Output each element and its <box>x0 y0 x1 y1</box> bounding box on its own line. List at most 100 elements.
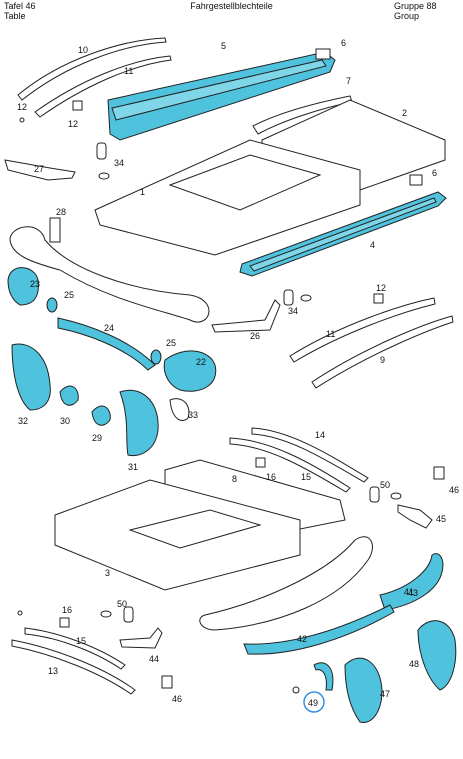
callout-12-top[interactable]: 12 <box>68 119 78 129</box>
part-32-panel[interactable] <box>11 343 51 411</box>
callout-49-selection-ring[interactable] <box>303 691 325 713</box>
callout-42[interactable]: 42 <box>297 634 307 644</box>
part-bumper-rear[interactable] <box>199 536 373 631</box>
part-16-bracket[interactable] <box>255 457 266 468</box>
part-46-block-right[interactable] <box>433 466 445 480</box>
callout-47[interactable]: 47 <box>380 689 390 699</box>
part-15-rail-lower[interactable] <box>24 627 126 670</box>
callout-22[interactable]: 22 <box>196 357 206 367</box>
part-49-fender-clip[interactable] <box>292 662 334 694</box>
part-30-bracket[interactable] <box>59 385 79 406</box>
callout-27[interactable]: 27 <box>34 164 44 174</box>
callout-4[interactable]: 4 <box>370 240 375 250</box>
part-14-trim[interactable] <box>251 427 369 483</box>
part-29-bracket[interactable] <box>91 405 111 426</box>
callout-15-upper[interactable]: 15 <box>301 472 311 482</box>
callout-16-lower[interactable]: 16 <box>62 605 72 615</box>
callout-11-top[interactable]: 11 <box>124 66 133 76</box>
part-48-rear-fender[interactable] <box>417 620 457 691</box>
callout-50-right[interactable]: 50 <box>380 480 390 490</box>
callout-16-upper[interactable]: 16 <box>266 472 276 482</box>
part-27-bracket[interactable] <box>4 159 76 181</box>
part-33-clip[interactable] <box>169 398 190 422</box>
callout-29[interactable]: 29 <box>92 433 102 443</box>
part-47-rear-fender[interactable] <box>344 657 383 723</box>
callout-26[interactable]: 26 <box>250 331 260 341</box>
part-15-rail[interactable] <box>229 437 351 493</box>
part-12-bracket-right[interactable] <box>373 293 384 304</box>
part-11-rail-right[interactable] <box>289 297 436 363</box>
part-50-grommet-lower[interactable] <box>100 606 134 623</box>
callout-12-pin[interactable]: 12 <box>17 102 27 112</box>
part-16-bracket-lower[interactable] <box>17 610 70 628</box>
part-26-bracket[interactable] <box>211 299 281 333</box>
callout-9[interactable]: 9 <box>380 355 385 365</box>
callout-6-right[interactable]: 6 <box>432 168 437 178</box>
callout-7[interactable]: 7 <box>346 76 351 86</box>
callout-45[interactable]: 45 <box>436 514 446 524</box>
part-24-rail-blue[interactable] <box>57 317 156 371</box>
callout-11-right[interactable]: 11 <box>326 329 335 339</box>
callout-34-mid[interactable]: 34 <box>288 306 298 316</box>
callout-30[interactable]: 30 <box>60 416 70 426</box>
callout-31[interactable]: 31 <box>128 462 138 472</box>
part-50-grommet-right[interactable] <box>369 486 402 503</box>
callout-5[interactable]: 5 <box>221 41 226 51</box>
callout-48[interactable]: 48 <box>409 659 419 669</box>
callout-2[interactable]: 2 <box>402 108 407 118</box>
part-11-rail-upper[interactable] <box>34 55 172 118</box>
callout-3[interactable]: 3 <box>105 568 110 578</box>
callout-50-lower[interactable]: 50 <box>117 599 127 609</box>
callout-15-lower[interactable]: 15 <box>76 636 86 646</box>
callout-23[interactable]: 23 <box>30 279 40 289</box>
part-25-grommet-right[interactable] <box>150 349 162 365</box>
part-1-main-floor[interactable] <box>94 139 361 256</box>
callout-10[interactable]: 10 <box>78 45 88 55</box>
part-6-bracket-right[interactable] <box>409 174 423 186</box>
callout-33[interactable]: 33 <box>188 410 198 420</box>
callout-46-lower[interactable]: 46 <box>172 694 182 704</box>
callout-25-left[interactable]: 25 <box>64 290 74 300</box>
callout-12-right[interactable]: 12 <box>376 283 386 293</box>
callout-24[interactable]: 24 <box>104 323 114 333</box>
callout-43[interactable]: 43 <box>408 588 418 598</box>
callout-32[interactable]: 32 <box>18 416 28 426</box>
part-46-block-lower[interactable] <box>161 675 173 689</box>
part-34-grommet-mid[interactable] <box>283 289 312 306</box>
callout-49[interactable]: 49 <box>308 698 318 708</box>
part-45-bracket[interactable] <box>397 504 433 529</box>
part-43-rear-panel[interactable] <box>379 553 444 611</box>
callout-14[interactable]: 14 <box>315 430 325 440</box>
callout-41[interactable]: 41 <box>404 587 414 597</box>
part-23-wheel-arch[interactable] <box>7 267 39 306</box>
group-label-de: Gruppe 88 <box>394 1 437 11</box>
part-6-bracket-top[interactable] <box>315 48 331 60</box>
part-13-trim-lower[interactable] <box>11 639 136 695</box>
callout-8[interactable]: 8 <box>232 474 237 484</box>
group-label-en: Group <box>394 11 420 21</box>
part-34-grommet-top[interactable] <box>96 142 110 180</box>
part-44-bracket[interactable] <box>119 627 163 649</box>
part-28-bracket[interactable] <box>49 217 61 243</box>
part-bumper-front[interactable] <box>9 226 210 323</box>
part-5-side-sill[interactable] <box>107 51 336 141</box>
part-4-side-sill-right[interactable] <box>239 191 447 277</box>
callout-13[interactable]: 13 <box>48 666 58 676</box>
part-42-rear-rail[interactable] <box>243 604 395 655</box>
part-7-cross-member[interactable] <box>252 95 353 135</box>
callout-44[interactable]: 44 <box>149 654 159 664</box>
part-25-grommet-left[interactable] <box>46 297 58 313</box>
part-12-bracket[interactable] <box>19 100 83 123</box>
callout-25-right[interactable]: 25 <box>166 338 176 348</box>
part-9-trim-strip-right[interactable] <box>311 315 454 389</box>
part-10-trim-strip[interactable] <box>17 37 167 101</box>
callout-34-top[interactable]: 34 <box>114 158 124 168</box>
callout-46-right[interactable]: 46 <box>449 485 459 495</box>
part-22-fender-piece[interactable] <box>163 350 217 392</box>
callout-28[interactable]: 28 <box>56 207 66 217</box>
callout-1[interactable]: 1 <box>140 187 145 197</box>
part-3-floor-pan[interactable] <box>54 479 301 591</box>
callout-6-top[interactable]: 6 <box>341 38 346 48</box>
part-31-panel[interactable] <box>119 389 159 457</box>
